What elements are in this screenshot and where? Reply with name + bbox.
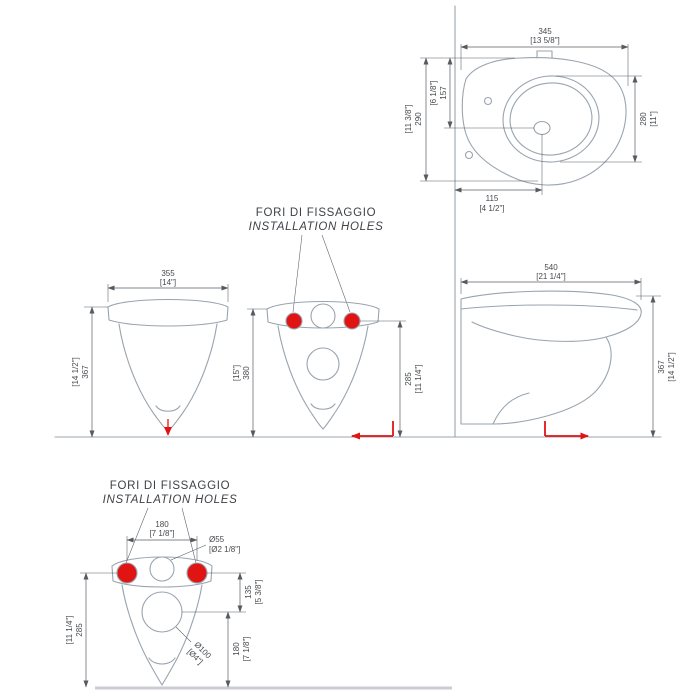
installation-holes-label-en: INSTALLATION HOLES bbox=[249, 221, 384, 233]
dim-holes-height: 285 [11 1/4"] bbox=[65, 572, 117, 688]
bowl-opening bbox=[509, 82, 593, 156]
dim-355-mm: 355 bbox=[161, 269, 175, 278]
leader-line-right bbox=[321, 234, 351, 313]
dim-355-in: [14"] bbox=[160, 278, 176, 287]
holes-front-view: FORI DI FISSAGGIO INSTALLATION HOLES 380… bbox=[232, 207, 423, 440]
water-inlet-hole bbox=[149, 556, 175, 582]
holes-rim-outline bbox=[266, 301, 380, 329]
dim-o55-mm: Ø55 bbox=[209, 535, 225, 544]
dim-285-detail-in: [11 1/4"] bbox=[65, 616, 74, 645]
leader-line-left bbox=[125, 507, 149, 564]
dim-115-in: [4 1/2"] bbox=[479, 204, 504, 213]
dim-285-detail-mm: 285 bbox=[75, 623, 84, 637]
front-body-outline bbox=[118, 323, 218, 432]
leader-line bbox=[175, 626, 192, 643]
top-view-outline bbox=[461, 57, 627, 186]
drain-hole bbox=[533, 120, 551, 136]
drain-outlet-hole bbox=[141, 591, 183, 633]
holes-detail-view: FORI DI FISSAGGIO INSTALLATION HOLES 180… bbox=[65, 480, 263, 688]
front-view: 355 [14"] 367 [14 1/2"] bbox=[71, 269, 229, 438]
side-rim-line bbox=[460, 304, 638, 311]
holes-body-outline bbox=[277, 325, 369, 430]
dim-small-hole-diameter: Ø55 [Ø2 1/8"] bbox=[170, 535, 240, 561]
reference-lines bbox=[54, 5, 662, 690]
dim-hole-drop: 135 [5 3/8"] bbox=[182, 572, 263, 613]
dim-135-mm: 135 bbox=[244, 585, 253, 599]
dim-bowl-opening: 280 [11"] bbox=[556, 75, 658, 163]
dim-380-in: [15"] bbox=[232, 365, 241, 381]
dim-290-in: [11 3/8"] bbox=[404, 105, 413, 134]
drain-outlet-hole bbox=[306, 347, 340, 381]
dim-280-mm: 280 bbox=[639, 112, 648, 126]
dim-380-mm: 380 bbox=[242, 366, 251, 380]
dim-285-in: [11 1/4"] bbox=[414, 365, 423, 394]
detail-body-outline bbox=[121, 584, 203, 686]
side-view: 540 [21 1/4"] 367 [14 1/2"] bbox=[460, 263, 676, 440]
side-back-curve bbox=[492, 392, 530, 425]
dim-367-mm: 367 bbox=[81, 365, 90, 379]
dim-345-in: [13 5/8"] bbox=[530, 36, 560, 45]
dim-holes-height: 285 [11 1/4"] bbox=[360, 320, 423, 438]
installation-hole-left bbox=[285, 312, 303, 330]
floor-zone-arrow bbox=[580, 432, 589, 440]
fixing-hole-upper bbox=[483, 96, 493, 106]
fixing-hole-lower bbox=[464, 150, 474, 160]
dim-367-in: [14 1/2"] bbox=[71, 357, 80, 387]
dim-180-top-mm: 180 bbox=[155, 520, 169, 529]
dim-large-hole-diameter: Ø100 [Ø4"] bbox=[175, 626, 213, 666]
detail-rim-outline bbox=[111, 556, 213, 588]
installation-hole-right bbox=[186, 562, 208, 584]
dim-135-in: [5 3/8"] bbox=[254, 579, 263, 604]
dim-side-height: 367 [14 1/2"] bbox=[636, 295, 676, 438]
side-bowl-lip bbox=[471, 321, 607, 342]
floor-zone-marker bbox=[544, 421, 589, 440]
installation-holes-label-en: INSTALLATION HOLES bbox=[103, 494, 238, 506]
installation-hole-left bbox=[116, 562, 138, 584]
water-inlet-hole bbox=[310, 303, 336, 329]
leader-line-right bbox=[181, 507, 197, 564]
top-view: 345 [13 5/8"] 280 [11"] 290 [11 3/8"] 15… bbox=[404, 27, 658, 213]
detail-spout-curve bbox=[148, 657, 176, 665]
dim-157-in: [6 1/8"] bbox=[429, 80, 438, 105]
dim-depth: 290 [11 3/8"] bbox=[404, 57, 538, 182]
bowl-rim bbox=[502, 75, 600, 163]
installation-holes-label-it: FORI DI FISSAGGIO bbox=[110, 480, 231, 492]
dim-o55-in: [Ø2 1/8"] bbox=[209, 545, 240, 554]
dim-115-mm: 115 bbox=[486, 194, 499, 203]
dim-front-width: 355 [14"] bbox=[107, 269, 229, 302]
dim-side-367-in: [14 1/2"] bbox=[667, 352, 676, 382]
dim-280-in: [11"] bbox=[649, 111, 658, 127]
dim-290-mm: 290 bbox=[414, 112, 423, 126]
dim-hole-spacing: 180 [7 1/8"] bbox=[126, 520, 198, 561]
front-rim-outline bbox=[107, 298, 229, 327]
dim-180-top-in: [7 1/8"] bbox=[149, 529, 174, 538]
dim-wall-offset: 115 [4 1/2"] bbox=[454, 134, 543, 213]
drain-marker-arrow bbox=[164, 427, 172, 436]
floor-zone-arrow bbox=[351, 432, 360, 440]
dim-drain-height: 180 [7 1/8"] bbox=[225, 611, 251, 688]
dim-157-mm: 157 bbox=[439, 86, 448, 100]
installation-hole-right bbox=[343, 312, 361, 330]
inlet-notch bbox=[536, 50, 553, 59]
dim-top-width: 345 [13 5/8"] bbox=[460, 27, 629, 86]
floor-zone-marker bbox=[351, 421, 394, 440]
installation-holes-label-it: FORI DI FISSAGGIO bbox=[256, 207, 377, 219]
dim-holes-view-height: 380 [15"] bbox=[232, 308, 267, 438]
dim-drain-depth: 157 [6 1/8"] bbox=[429, 57, 534, 129]
front-spout-curve bbox=[155, 405, 181, 412]
dim-side-367-mm: 367 bbox=[657, 360, 666, 374]
dim-180-lower-mm: 180 bbox=[232, 642, 241, 656]
dim-540-mm: 540 bbox=[544, 263, 558, 272]
dim-345-mm: 345 bbox=[538, 27, 552, 36]
dim-285-mm: 285 bbox=[404, 372, 413, 386]
dim-front-height: 367 [14 1/2"] bbox=[71, 306, 108, 438]
holes-spout-curve bbox=[310, 403, 336, 410]
dim-180-lower-in: [7 1/8"] bbox=[242, 636, 251, 661]
leader-line bbox=[170, 544, 207, 561]
side-outline bbox=[460, 290, 642, 425]
leader-line-left bbox=[292, 234, 303, 313]
dim-side-depth: 540 [21 1/4"] bbox=[460, 263, 642, 300]
dim-540-in: [21 1/4"] bbox=[536, 272, 566, 281]
